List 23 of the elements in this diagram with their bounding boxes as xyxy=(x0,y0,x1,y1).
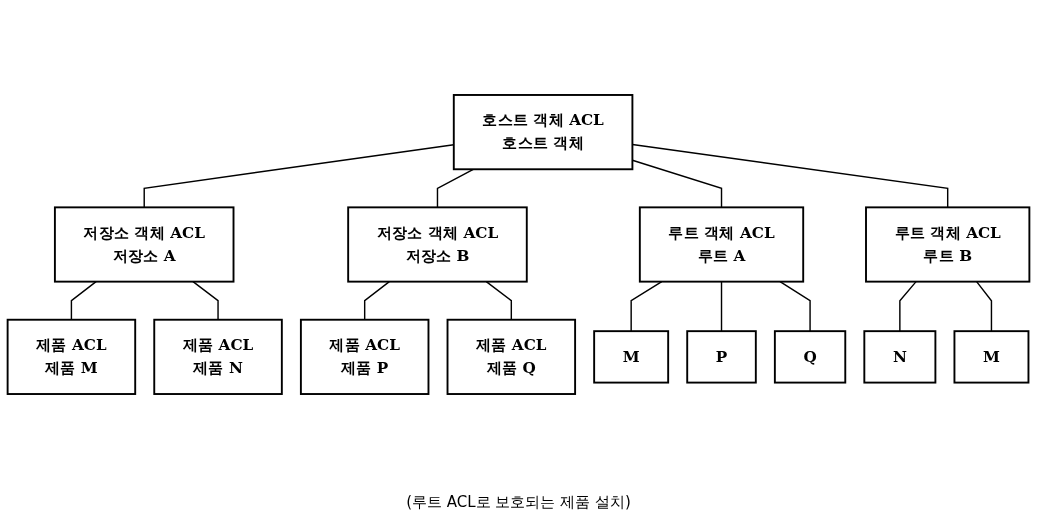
node-box: 루트 객체 ACL 루트 B xyxy=(865,206,1031,283)
connector xyxy=(899,280,917,332)
node-box: 저장소 객체 ACL 저장소 B xyxy=(347,206,528,283)
node-box: P xyxy=(686,330,757,384)
connector xyxy=(70,280,97,321)
node-box: M xyxy=(593,330,670,384)
connector xyxy=(485,280,513,321)
node-box: M xyxy=(953,330,1030,384)
node-box: 저장소 객체 ACL 저장소 A xyxy=(53,206,235,283)
note-text: (루트 ACL로 보호되는 제품 설치) xyxy=(406,493,631,511)
node-box: 제품 ACL 제품 P xyxy=(299,318,430,395)
node-box: 제품 ACL 제품 Q xyxy=(446,318,577,395)
node-box: 루트 객체 ACL 루트 A xyxy=(638,206,805,283)
node-box: N xyxy=(863,330,937,384)
connector xyxy=(975,280,993,332)
connector xyxy=(363,280,391,321)
connector xyxy=(192,280,219,321)
node-box: 제품 ACL 제품 N xyxy=(153,318,283,395)
connector xyxy=(436,168,474,209)
connector xyxy=(720,280,723,332)
node-box: Q xyxy=(773,330,847,384)
node-box: 호스트 객체 ACL 호스트 객체 xyxy=(452,94,634,171)
node-box: 제품 ACL 제품 M xyxy=(6,318,137,395)
